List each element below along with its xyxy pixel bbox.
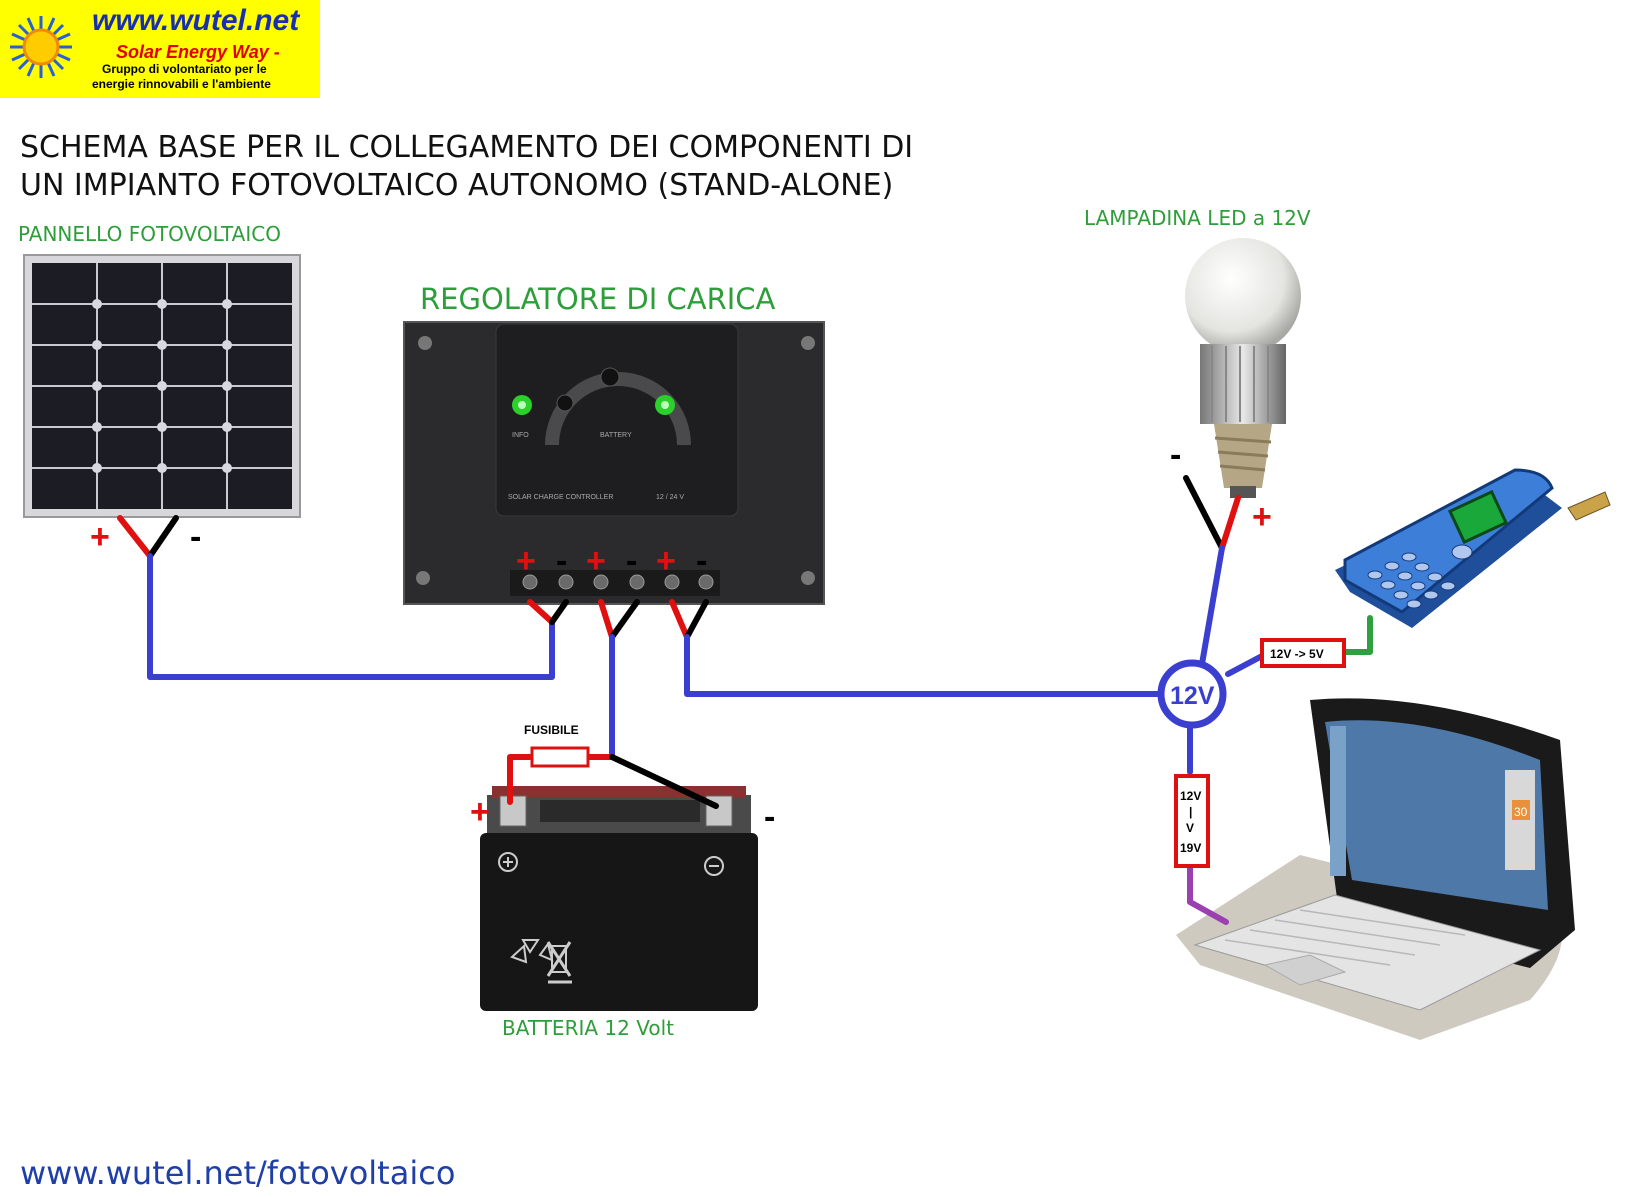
laptop-converter-bottom: 19V (1180, 841, 1201, 855)
logo-description-1: Gruppo di volontariato per le (102, 62, 267, 76)
laptop-converter-mid2: V (1186, 821, 1194, 835)
panel-minus: - (190, 518, 201, 556)
fuse (530, 746, 590, 768)
page-title-line-2: UN IMPIANTO FOTOVOLTAICO AUTONOMO (STAND… (20, 168, 894, 203)
page-title-line-1: SCHEMA BASE PER IL COLLEGAMENTO DEI COMP… (20, 130, 914, 165)
regulator-model-label: SOLAR CHARGE CONTROLLER (508, 494, 613, 501)
reg-plus-3: + (656, 542, 676, 580)
reg-plus-1: + (516, 542, 536, 580)
battery-minus: - (764, 798, 775, 836)
regulator-label: REGOLATORE DI CARICA (420, 282, 776, 316)
logo-banner: www.wutel.net Solar Energy Way - Gruppo … (0, 0, 320, 98)
bulb-plus: + (1252, 498, 1272, 536)
regulator-voltage-label: 12 / 24 V (656, 494, 684, 501)
laptop-converter-box (1174, 774, 1210, 868)
reg-plus-2: + (586, 542, 606, 580)
fuse-label: FUSIBILE (524, 723, 579, 737)
charge-regulator: INFO BATTERY SOLAR CHARGE CONTROLLER 12 … (403, 321, 825, 605)
laptop: 30 (1176, 698, 1575, 1040)
12v-hub-label: 12V (1170, 682, 1215, 710)
reg-minus-2: - (626, 542, 637, 580)
bulb-label: LAMPADINA LED a 12V (1084, 206, 1311, 230)
bulb-minus: - (1170, 436, 1181, 474)
laptop-converter-mid1: | (1189, 805, 1192, 819)
footer-url[interactable]: www.wutel.net/fotovoltaico (20, 1154, 456, 1192)
battery-plus: + (470, 793, 490, 831)
regulator-info-label: INFO (512, 432, 529, 439)
regulator-battery-label: BATTERY (600, 432, 632, 439)
panel-plus: + (90, 518, 110, 556)
reg-minus-3: - (696, 542, 707, 580)
sun-icon (10, 16, 72, 78)
panel-label: PANNELLO FOTOVOLTAICO (18, 222, 281, 246)
battery (480, 786, 758, 1011)
laptop-converter-top: 12V (1180, 789, 1201, 803)
logo-url: www.wutel.net (92, 4, 300, 37)
phone-converter-box (1260, 638, 1346, 668)
cell-phone (1335, 468, 1611, 628)
12v-hub (1157, 659, 1227, 729)
reg-minus-1: - (556, 542, 567, 580)
led-bulb (1185, 238, 1301, 498)
solar-panel (23, 254, 301, 518)
laptop-clock-value: 30 (1514, 805, 1528, 819)
phone-converter-label: 12V -> 5V (1270, 647, 1324, 661)
logo-description-2: energie rinnovabili e l'ambiente (92, 77, 271, 91)
battery-label: BATTERIA 12 Volt (502, 1016, 674, 1040)
logo-tagline: Solar Energy Way - (116, 42, 280, 62)
